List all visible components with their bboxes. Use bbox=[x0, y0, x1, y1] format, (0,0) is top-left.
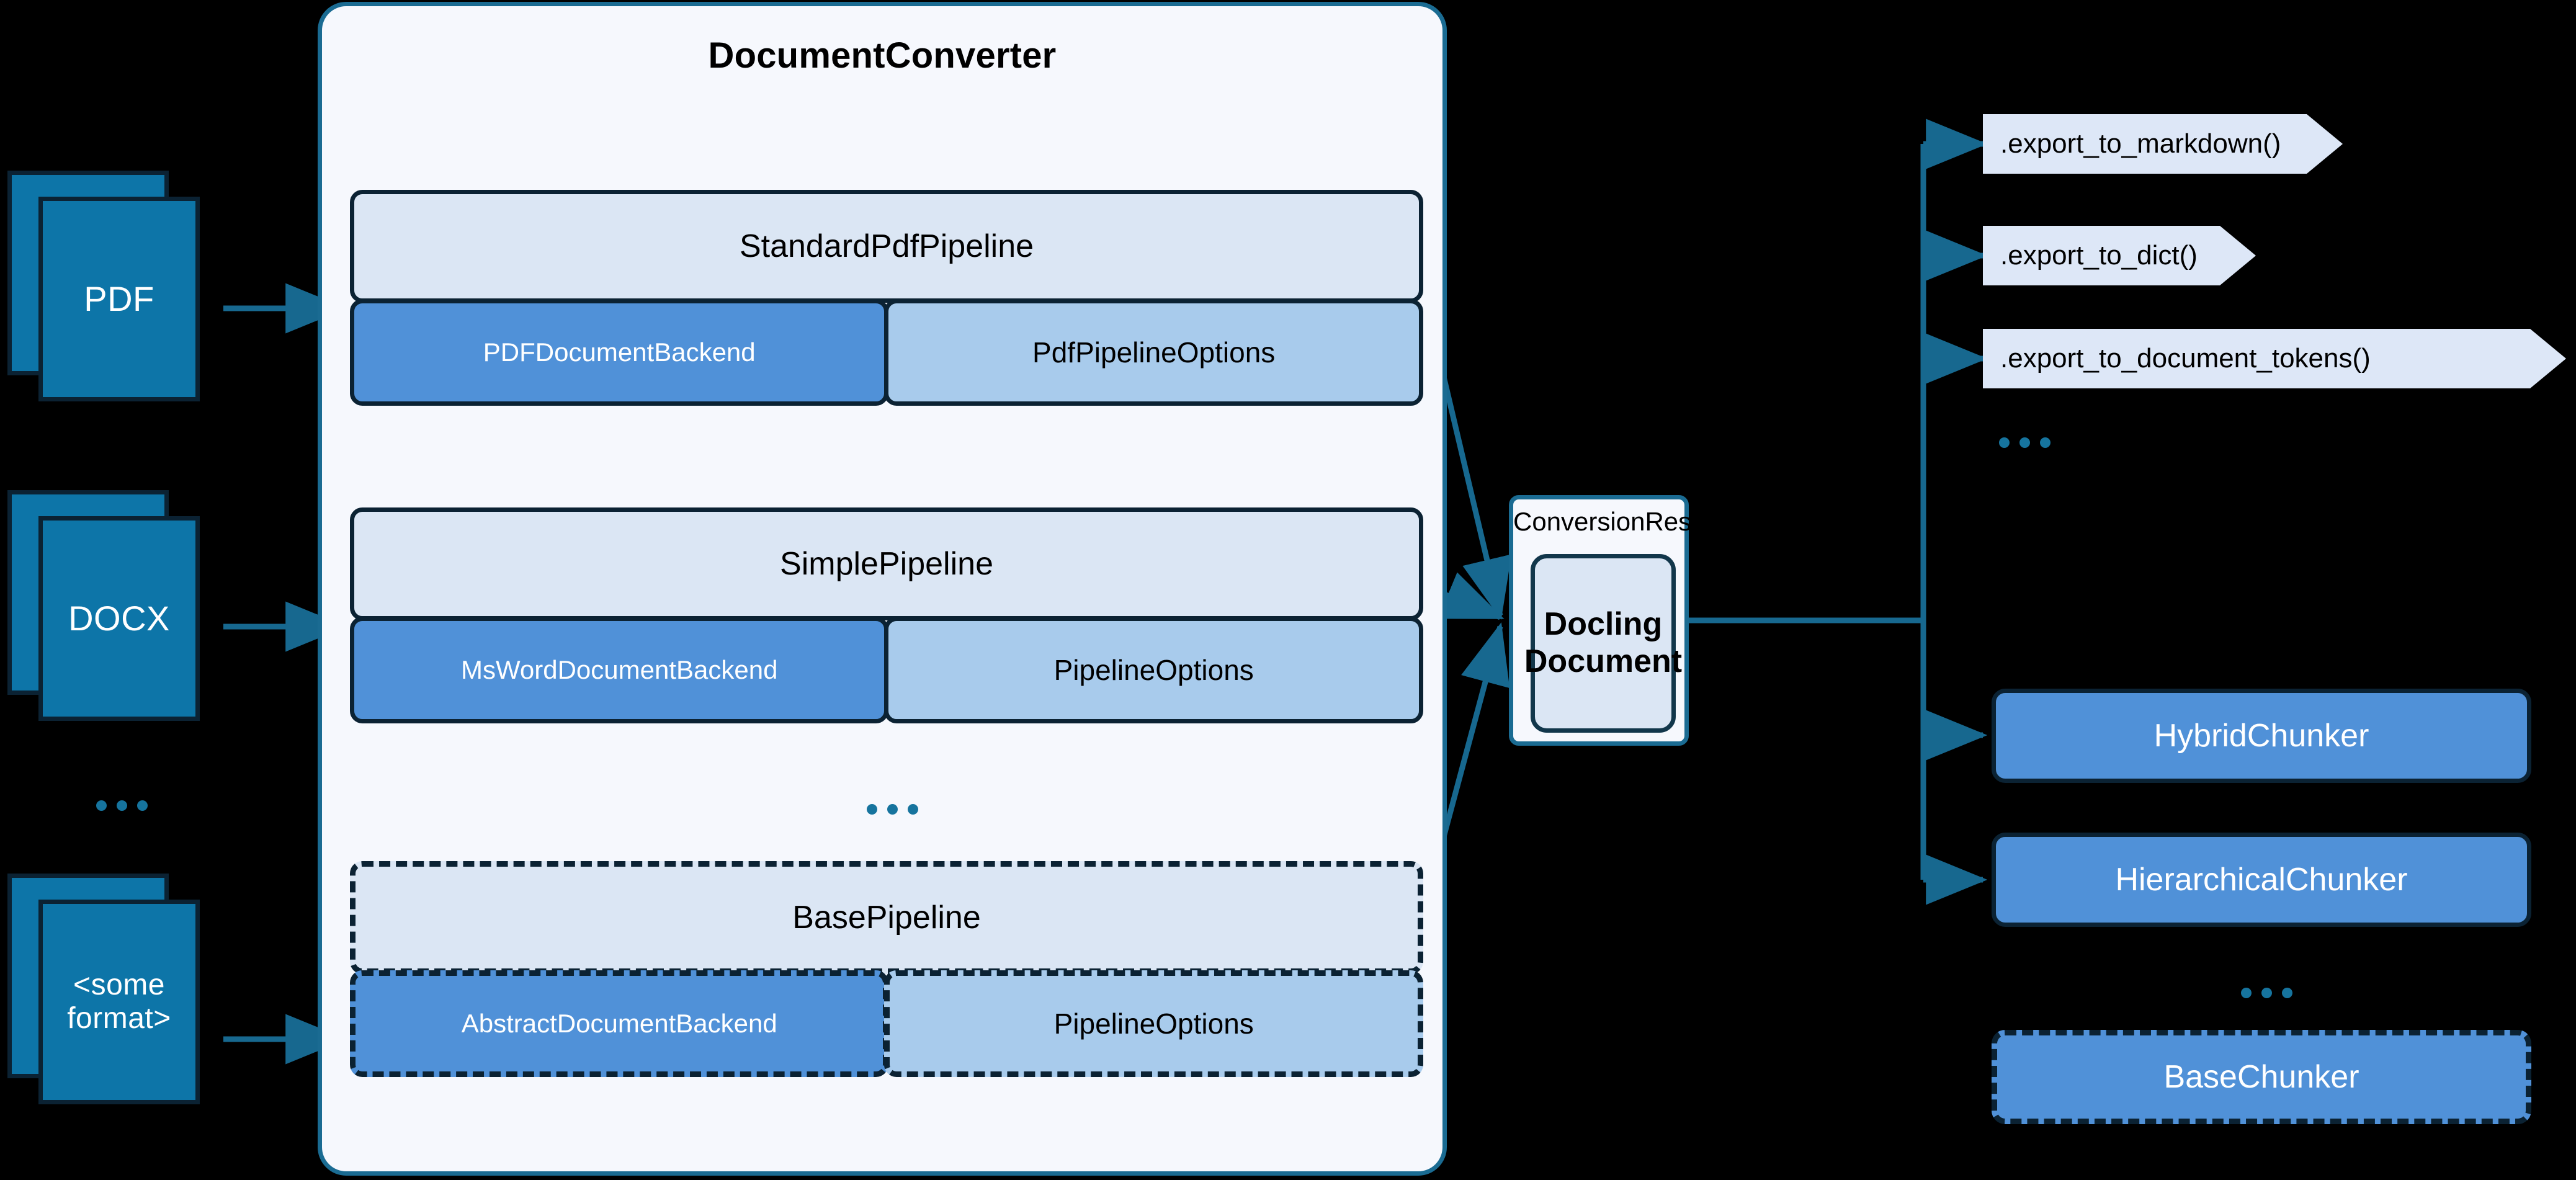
chunker-label-hierarchical: HierarchicalChunker bbox=[2115, 862, 2408, 898]
bus-to-chunker-arrows bbox=[1923, 710, 1988, 905]
chunker-label-hybrid: HybridChunker bbox=[2153, 718, 2369, 754]
pipeline-row: PDFDocumentBackend PdfPipelineOptions bbox=[350, 299, 1423, 406]
ellipsis-dot bbox=[1999, 437, 2010, 448]
export-label-dict: .export_to_dict() bbox=[2000, 240, 2198, 270]
pipeline-title-simple: SimplePipeline bbox=[350, 507, 1423, 620]
ellipsis-dot bbox=[137, 800, 148, 811]
bus-to-export-arrows bbox=[1923, 118, 1988, 384]
options-pipeline-options-base[interactable]: PipelineOptions bbox=[884, 970, 1423, 1077]
ellipsis-dot bbox=[887, 804, 898, 815]
doc-fold-corner bbox=[165, 686, 200, 721]
document-converter-card[interactable]: DocumentConverter StandardPdfPipeline PD… bbox=[318, 2, 1447, 1176]
conversion-result-title: ConversionResult bbox=[1513, 507, 1719, 536]
doc-fold-corner bbox=[165, 1070, 200, 1104]
page-title: DocumentConverter bbox=[708, 35, 1057, 76]
pipeline-group-standard-pdf[interactable]: StandardPdfPipeline PDFDocumentBackend P… bbox=[350, 190, 1423, 406]
chunker-hybrid[interactable]: HybridChunker bbox=[1992, 689, 2531, 783]
export-ellipsis bbox=[1999, 437, 2051, 448]
source-ellipsis bbox=[96, 800, 148, 811]
pipeline-title-standard-pdf: StandardPdfPipeline bbox=[350, 190, 1423, 303]
backend-msword-document-backend[interactable]: MsWordDocumentBackend bbox=[350, 617, 889, 723]
export-chevron-dict[interactable]: .export_to_dict() bbox=[1983, 226, 2256, 285]
source-doc-pdf[interactable]: PDF bbox=[7, 171, 225, 406]
ellipsis-dot bbox=[2241, 988, 2252, 998]
export-chevron-document-tokens[interactable]: .export_to_document_tokens() bbox=[1983, 329, 2566, 388]
source-doc-docx[interactable]: DOCX bbox=[7, 490, 225, 726]
source-label-docx: DOCX bbox=[68, 598, 170, 638]
pipeline-group-simple[interactable]: SimplePipeline MsWordDocumentBackend Pip… bbox=[350, 507, 1423, 723]
ellipsis-dot bbox=[117, 800, 127, 811]
ellipsis-dot bbox=[867, 804, 877, 815]
ellipsis-dot bbox=[2261, 988, 2272, 998]
chunker-base[interactable]: BaseChunker bbox=[1992, 1030, 2531, 1124]
ellipsis-dot bbox=[96, 800, 107, 811]
ellipsis-dot bbox=[2282, 988, 2292, 998]
chunker-ellipsis bbox=[2241, 988, 2292, 998]
chunker-label-base: BaseChunker bbox=[2163, 1059, 2359, 1095]
pipeline-group-base[interactable]: BasePipeline AbstractDocumentBackend Pip… bbox=[350, 861, 1423, 1077]
options-pipeline-options[interactable]: PipelineOptions bbox=[884, 617, 1423, 723]
export-label-document-tokens: .export_to_document_tokens() bbox=[2000, 343, 2371, 373]
pipeline-row: AbstractDocumentBackend PipelineOptions bbox=[350, 970, 1423, 1077]
export-label-markdown: .export_to_markdown() bbox=[2000, 128, 2281, 159]
pipeline-title-base: BasePipeline bbox=[350, 861, 1423, 974]
backend-pdf-document-backend[interactable]: PDFDocumentBackend bbox=[350, 299, 889, 406]
options-pdf-pipeline-options[interactable]: PdfPipelineOptions bbox=[884, 299, 1423, 406]
pipeline-ellipsis bbox=[867, 804, 918, 815]
ellipsis-dot bbox=[908, 804, 918, 815]
backend-abstract-document-backend[interactable]: AbstractDocumentBackend bbox=[350, 970, 889, 1077]
result-output-bus bbox=[1689, 144, 1926, 880]
doc-fold-corner bbox=[165, 367, 200, 401]
export-chevron-markdown[interactable]: .export_to_markdown() bbox=[1983, 114, 2343, 174]
pipeline-row: MsWordDocumentBackend PipelineOptions bbox=[350, 617, 1423, 723]
ellipsis-dot bbox=[2019, 437, 2030, 448]
chunker-hierarchical[interactable]: HierarchicalChunker bbox=[1992, 833, 2531, 927]
ellipsis-dot bbox=[2040, 437, 2051, 448]
source-label-pdf: PDF bbox=[84, 279, 154, 318]
doc-front-sheet: DOCX bbox=[38, 516, 200, 721]
